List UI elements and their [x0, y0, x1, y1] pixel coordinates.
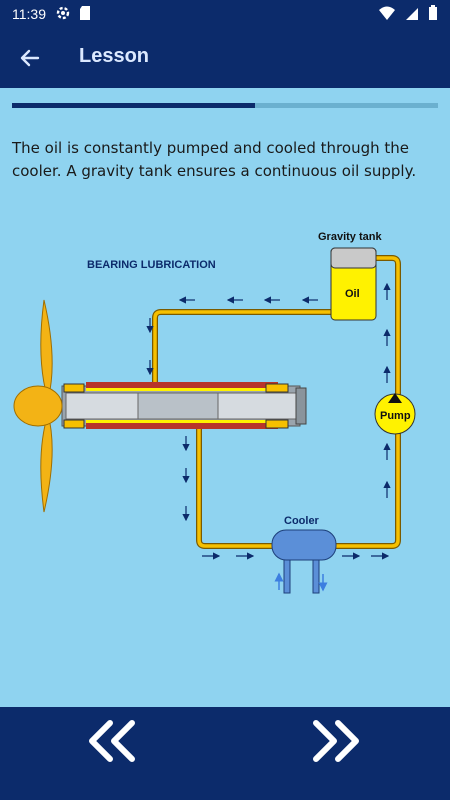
system-nav-bar	[0, 772, 450, 800]
pump: Pump	[374, 393, 416, 435]
double-chevron-right-icon	[313, 720, 359, 762]
diagram-heading: BEARING LUBRICATION	[87, 259, 216, 271]
shaft-bearing	[61, 382, 307, 429]
gear-icon	[56, 6, 70, 20]
wifi-icon	[379, 6, 395, 20]
arrow-left-icon	[20, 49, 40, 67]
lesson-progress-bar	[12, 103, 438, 108]
bearing-lubrication-diagram: BEARING LUBRICATION Gravity tank Oil Pum…	[13, 231, 416, 594]
status-time: 11:39	[12, 6, 46, 22]
lesson-text: The oil is constantly pumped and cooled …	[12, 139, 417, 180]
oil-label: Oil	[345, 288, 360, 300]
propeller	[13, 299, 63, 513]
gravity-tank: Oil	[330, 247, 377, 321]
status-icons-left	[54, 4, 92, 22]
cooler-label: Cooler	[284, 515, 320, 527]
next-button[interactable]	[308, 717, 368, 765]
status-bar: 11:39	[0, 0, 450, 28]
double-chevron-left-icon	[89, 720, 135, 762]
status-icons-right	[378, 4, 438, 22]
flow-arrows	[146, 282, 391, 560]
lesson-progress-fill	[12, 103, 255, 108]
signal-icon	[406, 8, 418, 20]
gravity-tank-label: Gravity tank	[318, 231, 382, 243]
sd-card-icon	[80, 6, 90, 20]
battery-icon	[429, 5, 437, 20]
back-button[interactable]	[14, 42, 46, 74]
previous-button[interactable]	[80, 717, 140, 765]
bottom-nav-bar	[0, 707, 450, 772]
page-title: Lesson	[79, 45, 150, 67]
app-bar: Lesson	[0, 28, 450, 88]
pump-label: Pump	[380, 410, 411, 422]
cooler: Cooler	[271, 515, 337, 594]
